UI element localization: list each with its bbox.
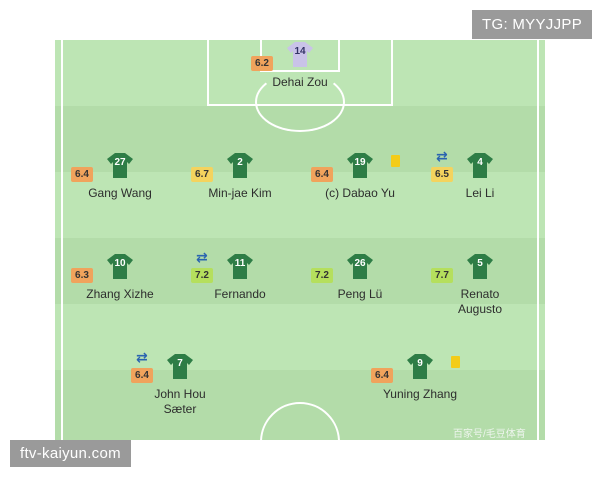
jersey-icon: 9 [406,352,434,380]
player-name: Yuning Zhang [382,387,458,401]
player-name: (c) Dabao Yu [325,186,395,200]
jersey-icon: 2 [226,151,254,179]
jersey-number: 5 [477,258,483,269]
jersey-icon: 11 [226,252,254,280]
player-name: Gang Wang [88,186,152,200]
player-name: Peng Lü [337,287,383,301]
jersey-number: 11 [234,258,246,269]
player-card-forward[interactable]: 9 6.4 Yuning Zhang [350,352,490,402]
swap-arrows-icon: ⇄ [196,249,208,265]
player-card-midfielder[interactable]: 10 6.3 Zhang Xizhe [50,252,190,302]
player-name: Min-jae Kim [208,186,272,200]
jersey-number: 27 [114,157,126,168]
player-card-defender[interactable]: 4 ⇄ 6.5 Lei Li [410,148,550,201]
rating-badge: 6.4 [71,167,93,182]
rating-badge: 6.4 [311,167,333,182]
player-name: Lei Li [465,186,495,200]
player-card-defender[interactable]: 2 6.7 Min-jae Kim [170,151,310,201]
player-card-defender[interactable]: 19 6.4 (c) Dabao Yu [290,151,430,201]
swap-arrows-icon: ⇄ [136,349,148,365]
jersey-icon: 10 [106,252,134,280]
jersey-number: 9 [417,358,423,369]
jersey-number: 26 [354,258,366,269]
yellow-card-icon [391,155,400,167]
jersey-icon: 19 [346,151,374,179]
player-name-line: Renato [460,287,500,301]
player-name-line: John Hou [154,387,206,401]
jersey-number: 4 [477,157,483,168]
jersey-icon: 26 [346,252,374,280]
rating-badge: 6.4 [371,368,393,383]
player-card-defender[interactable]: 27 6.4 Gang Wang [50,151,190,201]
jersey-number: 7 [177,358,183,369]
rating-badge: 7.2 [191,268,213,283]
watermark-source: 百家号/毛豆体育 [453,429,526,440]
player-name-line: Augusto [457,302,503,316]
rating-badge: 6.4 [131,368,153,383]
jersey-icon: 5 [466,252,494,280]
watermark-site: ftv-kaiyun.com [10,440,131,467]
pitch-stripe [55,238,545,304]
jersey-number: 2 [237,157,243,168]
jersey-number: 19 [354,157,366,168]
rating-badge: 7.2 [311,268,333,283]
penalty-arc [255,72,345,132]
rating-badge: 7.7 [431,268,453,283]
jersey-number: 10 [114,258,126,269]
jersey-number: 14 [294,46,306,57]
rating-badge: 6.7 [191,167,213,182]
touchline [61,40,539,440]
watermark-telegram: TG: MYYJJPP [472,10,592,39]
player-card-midfielder[interactable]: 26 7.2 Peng Lü [290,252,430,302]
rating-badge: 6.3 [71,268,93,283]
player-card-goalkeeper[interactable]: 14 6.2 Dehai Zou [230,40,370,90]
player-name: Zhang Xizhe [86,287,154,301]
rating-badge: 6.5 [431,167,453,182]
player-card-midfielder[interactable]: 11 ⇄ 7.2 Fernando [170,249,310,302]
swap-arrows-icon: ⇄ [436,148,448,164]
yellow-card-icon [451,356,460,368]
jersey-icon: 4 [466,151,494,179]
jersey-icon: 7 [166,352,194,380]
jersey-icon: 27 [106,151,134,179]
jersey-icon: 14 [286,40,314,68]
player-name: Dehai Zou [272,75,328,89]
rating-badge: 6.2 [251,56,273,71]
player-name: Fernando [214,287,266,301]
player-name-line: Sæter [163,402,197,416]
